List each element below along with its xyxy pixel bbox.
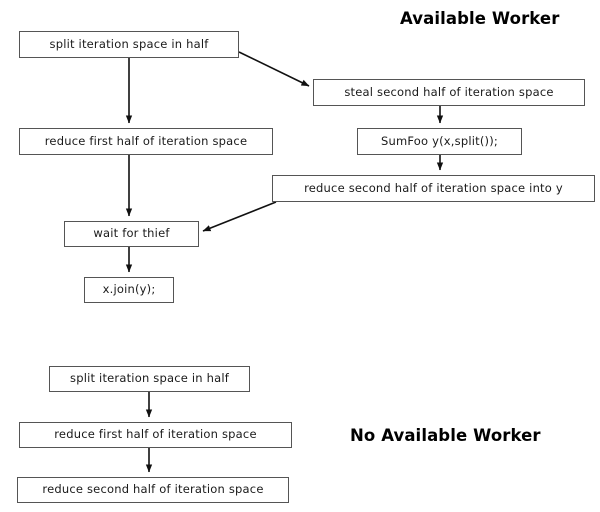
node-split-iteration-space-in-half-2[interactable]: split iteration space in half bbox=[49, 366, 250, 392]
node-reduce-first-half-of-iteration-space-2[interactable]: reduce first half of iteration space bbox=[19, 422, 292, 448]
node-reduce-second-half-of-iteration-space-2[interactable]: reduce second half of iteration space bbox=[17, 477, 289, 503]
node-sumfoo-call[interactable]: SumFoo y(x,split()); bbox=[357, 128, 522, 155]
node-wait-for-thief[interactable]: wait for thief bbox=[64, 221, 199, 247]
edge-split1-to-steal bbox=[238, 51, 310, 87]
node-split-iteration-space-in-half[interactable]: split iteration space in half bbox=[19, 31, 239, 58]
section-heading-available-worker: Available Worker bbox=[400, 9, 560, 28]
section-heading-no-available-worker: No Available Worker bbox=[350, 426, 541, 445]
node-x-join-y[interactable]: x.join(y); bbox=[84, 277, 174, 303]
node-reduce-second-half-of-iteration-space-into-y[interactable]: reduce second half of iteration space in… bbox=[272, 175, 595, 202]
node-steal-second-half-of-iteration-space[interactable]: steal second half of iteration space bbox=[313, 79, 585, 106]
edge-reduce-second-to-wait bbox=[202, 201, 277, 232]
node-reduce-first-half-of-iteration-space[interactable]: reduce first half of iteration space bbox=[19, 128, 273, 155]
